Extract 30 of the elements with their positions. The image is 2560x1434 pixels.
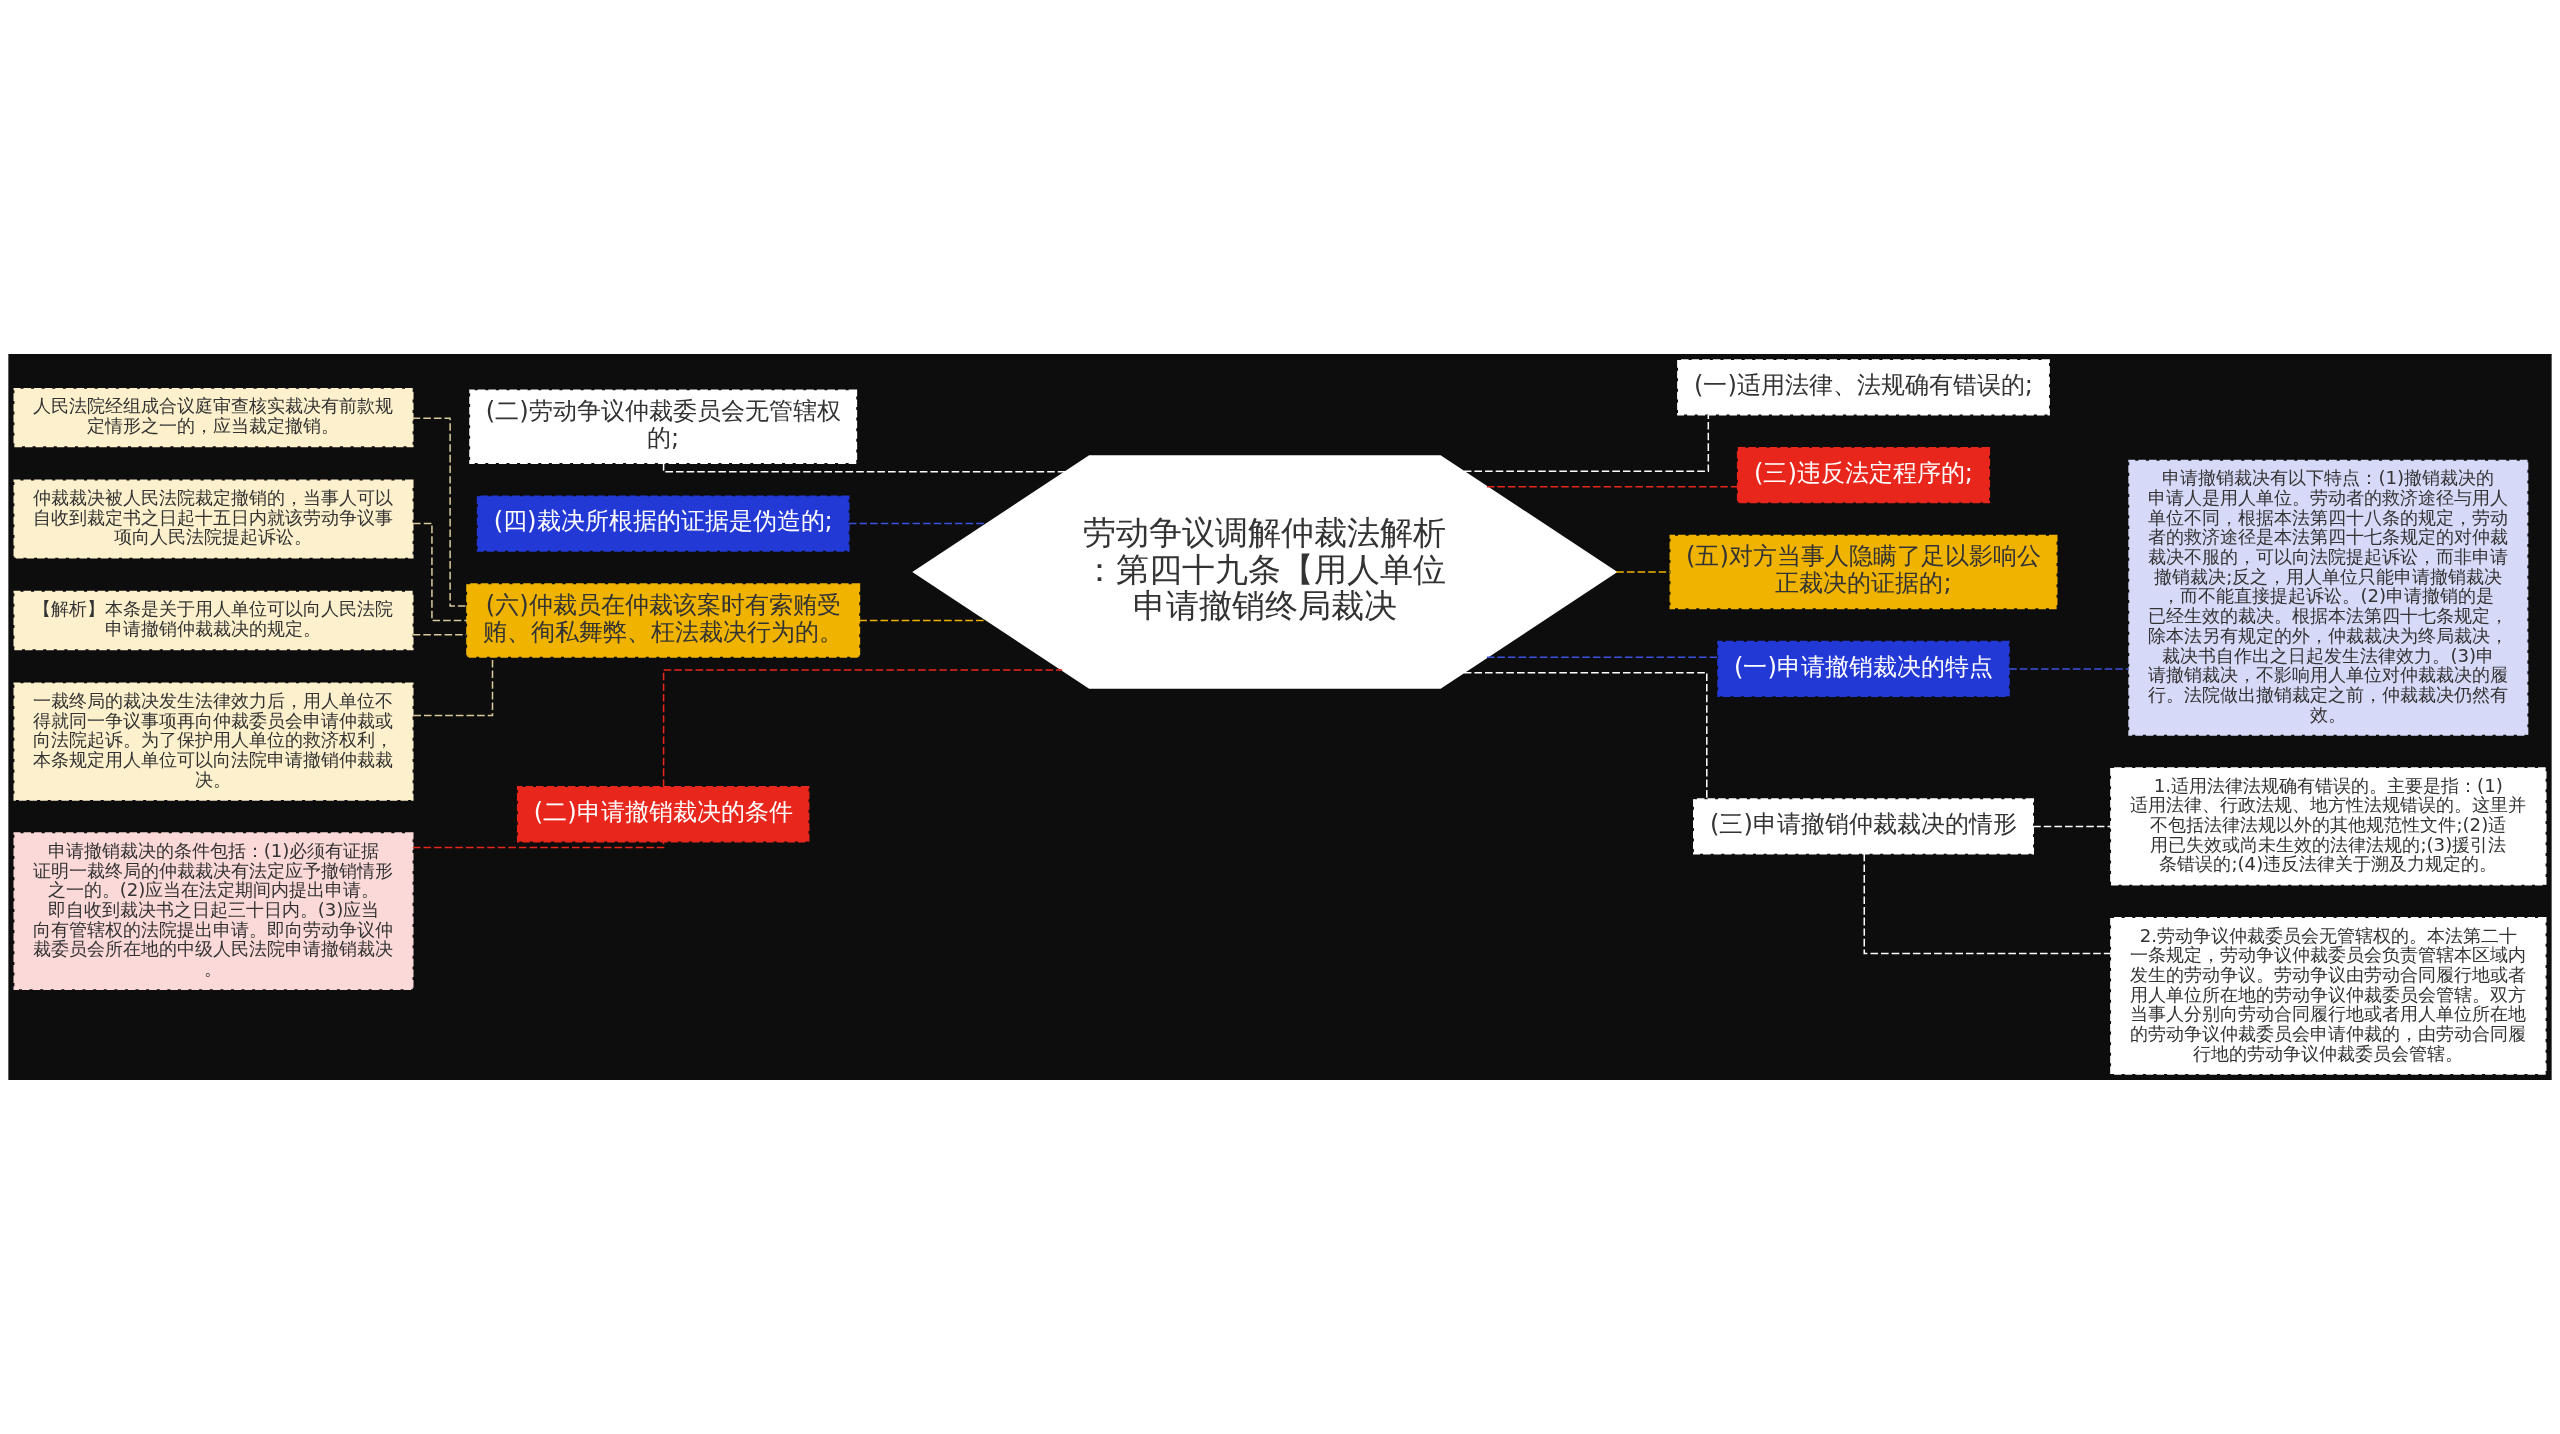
- node-box: (二)申请撤销裁决的条件: [516, 786, 810, 843]
- connector: [1486, 656, 1719, 658]
- node-box: (五)对方当事人隐瞒了足以影响公正裁决的证据的;: [1669, 534, 2058, 610]
- connector: [1486, 486, 1739, 488]
- node-box: (六)仲裁员在仲裁该案时有索贿受贿、徇私舞弊、枉法裁决行为的。: [466, 583, 861, 658]
- node-box: (二)劳动争议仲裁委员会无管辖权的;: [469, 389, 858, 464]
- connector: [412, 841, 665, 849]
- node-box: 人民法院经组成合议庭审查核实裁决有前款规定情形之一的，应当裁定撤销。: [13, 387, 414, 448]
- node-box: (三)违反法定程序的;: [1736, 446, 1991, 504]
- connector: [1863, 853, 2112, 955]
- connector: [662, 462, 1067, 473]
- node-box: (三)申请撤销仲裁裁决的情形: [1693, 798, 2034, 855]
- connector: [1463, 414, 1710, 473]
- node-box: 申请撤销裁决的条件包括：(1)必须有证据证明一裁终局的仲裁裁决有法定应予撤销情形之一的。(2)应当在法定期间内提出申请。即自收到裁决书之日起三十日内。(3)应当向有管辖权的法院提出申请。即向劳动争议仲裁委员会所在地的中级人民法院申请撤销裁决。: [13, 832, 414, 991]
- connector: [411, 417, 468, 607]
- node-box: 申请撤销裁决有以下特点：(1)撤销裁决的申请人是用人单位。劳动者的救济途径与用人单位不同，根据本法第四十八条的规定，劳动者的救济途径是本法第四十七条规定的对仲裁裁决不服的，可以向法院提起诉讼，而非申请撤销裁决;反之，用人单位只能申请撤销裁决，而不能直接提起诉讼。(2)申请撤销的是已经生效的裁决。根据本法第四十七条规定，除本法另有规定的外，仲裁裁决为终局裁决，裁决书自作出之日起发生法律效力。(3)申请撤销裁决，不影响用人单位对仲裁裁决的履行。法院做出撤销裁定之前，仲裁裁决仍然有效。: [2128, 459, 2529, 736]
- node-box: 【解析】本条是关于用人单位可以向人民法院申请撤销仲裁裁决的规定。: [13, 590, 414, 651]
- connector: [2008, 668, 2130, 670]
- node-box: (一)适用法律、法规确有错误的;: [1677, 359, 2050, 416]
- node-box: (四)裁决所根据的证据是伪造的;: [476, 495, 850, 552]
- node-box: 2.劳动争议仲裁委员会无管辖权的。本法第二十一条规定，劳动争议仲裁委员会负责管辖本区域内发生的劳动争议。劳动争议由劳动合同履行地或者用人单位所在地的劳动争议仲裁委员会管辖。双方当事人分别向劳动合同履行地或者用人单位所在地的劳动争议仲裁委员会申请仲裁的，由劳动合同履行地的劳动争议仲裁委员会管辖。: [2110, 917, 2547, 1075]
- node-box: 1.适用法律法规确有错误的。主要是指：(1)适用法律、行政法规、地方性法规错误的。这里并不包括法律法规以外的其他规范性文件;(2)适用已失效或尚未生效的法律法规的;(3)援引法条错误的;(4)违反法律关于溯及力规定的。: [2110, 767, 2547, 886]
- connector: [2032, 825, 2112, 828]
- node-box: 仲裁裁决被人民法院裁定撤销的，当事人可以自收到裁定书之日起十五日内就该劳动争议事项向人民法院提起诉讼。: [13, 479, 414, 559]
- connector: [662, 669, 1063, 788]
- node-box: 一裁终局的裁决发生法律效力后，用人单位不得就同一争议事项再向仲裁委员会申请仲裁或向法院起诉。为了保护用人单位的救济权利，本条规定用人单位可以向法院申请撤销仲裁裁决。: [13, 682, 414, 801]
- connector: [412, 522, 468, 622]
- connector: [1615, 571, 1671, 573]
- connector: [1463, 671, 1708, 800]
- node-box: (一)申请撤销裁决的特点: [1717, 640, 2010, 698]
